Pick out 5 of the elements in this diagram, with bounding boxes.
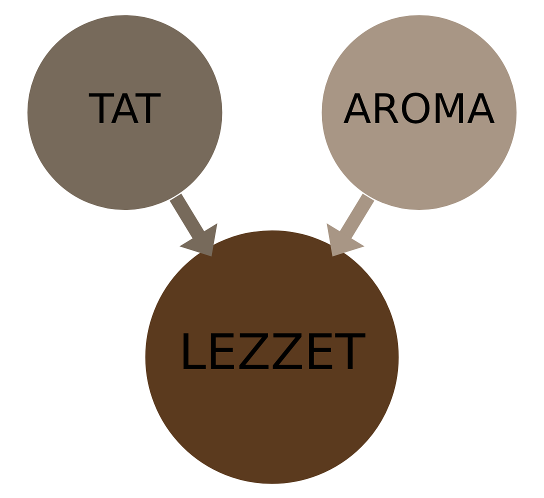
node-circle: AROMA: [320, 13, 518, 211]
arrow: [326, 193, 374, 256]
node-circle: TAT: [26, 13, 224, 211]
arrow: [170, 193, 218, 256]
node-circle: LEZZET: [144, 228, 400, 485]
